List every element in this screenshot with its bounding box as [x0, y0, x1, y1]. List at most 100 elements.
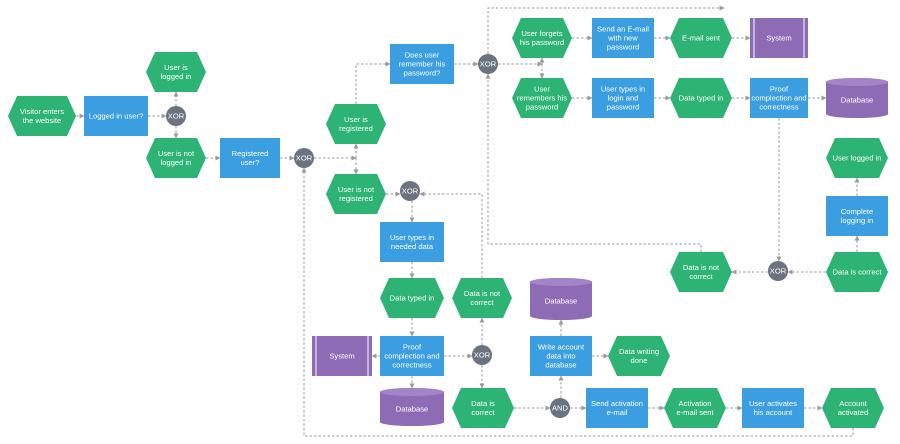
event-shape	[326, 104, 386, 144]
event-shape	[826, 138, 888, 178]
node-db-top: Database	[826, 78, 888, 118]
node-label: e-mail	[607, 408, 628, 417]
node-label: correct	[689, 272, 713, 281]
node-label: complection and	[751, 94, 806, 103]
event-shape	[822, 388, 884, 428]
node-label: Database	[545, 297, 578, 306]
node-label: Data is correct	[833, 268, 883, 277]
node-label: User types in	[601, 85, 645, 94]
node-system-top: System	[750, 18, 808, 58]
event-shape	[452, 388, 514, 428]
function-shape	[592, 18, 654, 58]
connector-shape	[166, 106, 186, 126]
connector-shape	[472, 345, 492, 365]
node-label: remembers his	[517, 94, 567, 103]
node-xor1: XOR	[166, 106, 186, 126]
system-shape	[312, 336, 372, 376]
node-label: User is not	[158, 149, 195, 158]
node-label: Data is not	[464, 289, 501, 298]
node-label: Data writing	[619, 347, 659, 356]
node-data-typed-top: Data typed in	[670, 78, 732, 118]
node-email-sent: E-mail sent	[670, 18, 732, 58]
node-label: the website	[23, 116, 61, 125]
function-shape	[530, 336, 592, 376]
node-label: correctness	[392, 361, 431, 370]
connector-shape	[294, 148, 314, 168]
node-logged-in-q: Logged in user?	[84, 96, 148, 136]
node-label: Proof	[770, 85, 789, 94]
edge-arrow	[301, 167, 854, 437]
node-label: correct	[470, 298, 494, 307]
node-label: registered	[339, 124, 373, 133]
edge-arrow	[487, 5, 725, 54]
node-label: Database	[396, 405, 429, 414]
event-shape	[670, 78, 732, 118]
node-system-mid: System	[312, 336, 372, 376]
node-label: his password	[520, 38, 564, 47]
function-shape	[742, 388, 804, 428]
node-db-mid: Database	[380, 388, 444, 426]
edges	[76, 5, 860, 437]
node-label: Write account	[538, 343, 585, 352]
node-label: password	[607, 43, 640, 52]
node-label: User logged in	[833, 154, 882, 163]
edge-arrow	[419, 191, 483, 278]
edge-arrow	[485, 73, 702, 252]
function-shape	[220, 138, 280, 178]
event-shape	[664, 388, 726, 428]
node-label: User activates	[749, 399, 797, 408]
node-xor3: XOR	[478, 54, 498, 74]
node-label: password?	[404, 69, 441, 78]
node-label: user?	[241, 158, 260, 167]
node-label: Data is	[471, 399, 495, 408]
node-label: Logged in user?	[89, 112, 143, 121]
event-shape	[146, 52, 206, 92]
node-label: Data typed in	[679, 94, 724, 103]
event-shape	[452, 278, 512, 318]
event-shape	[326, 174, 386, 214]
node-xor-r: XOR	[768, 261, 788, 281]
function-shape	[380, 222, 444, 262]
connector-label: XOR	[168, 112, 185, 121]
node-label: Registered	[232, 149, 269, 158]
database-shape	[380, 388, 444, 426]
database-shape	[826, 78, 888, 118]
connector-shape	[768, 261, 788, 281]
node-label: Account	[839, 399, 867, 408]
event-shape	[608, 336, 670, 376]
node-label: E-mail sent	[682, 34, 721, 43]
event-shape	[380, 278, 444, 318]
node-label: activated	[838, 408, 868, 417]
node-label: e-mail sent	[676, 408, 714, 417]
node-label: User is	[344, 115, 368, 124]
database-shape	[530, 278, 592, 320]
node-label: Send activation	[591, 399, 643, 408]
node-label: his account	[754, 408, 793, 417]
connector-shape	[400, 181, 420, 201]
event-shape	[146, 138, 206, 178]
node-label: Data is not	[683, 263, 720, 272]
node-xor4: XOR	[400, 181, 420, 201]
node-label: correct	[471, 408, 495, 417]
node-label: logged in	[161, 72, 192, 81]
node-label: User	[534, 85, 551, 94]
connector-shape	[550, 398, 570, 418]
